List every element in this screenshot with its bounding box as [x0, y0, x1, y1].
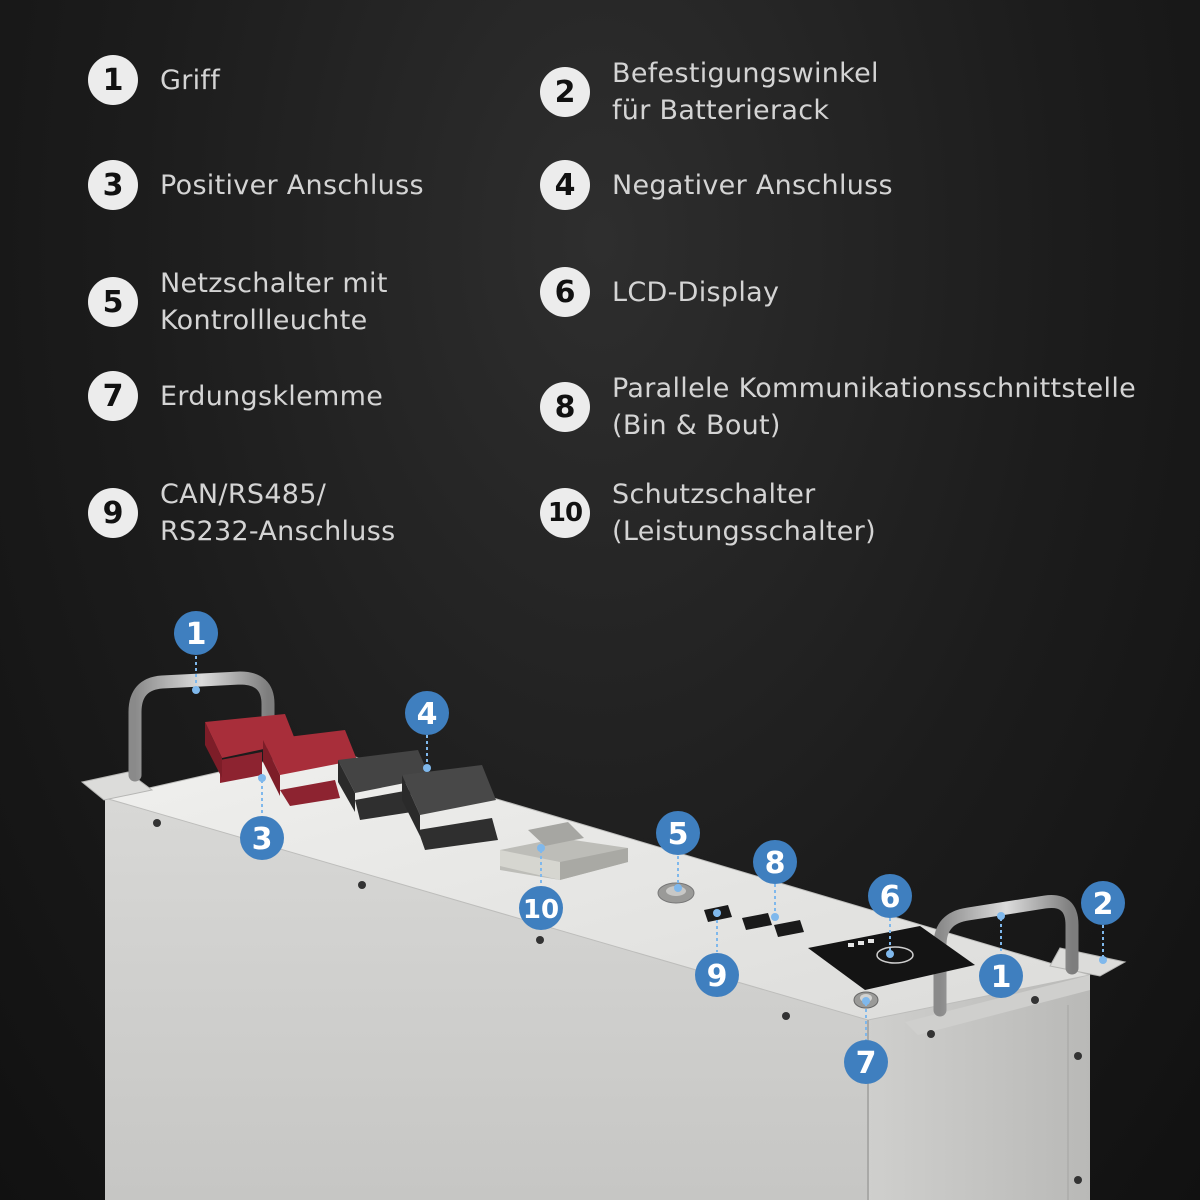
svg-text:8: 8: [765, 846, 786, 881]
legend: 1 Griff 2 Befestigungswinkel für Batteri…: [0, 0, 1200, 560]
svg-text:1: 1: [186, 617, 207, 652]
legend-label: CAN/RS485/ RS232-Anschluss: [160, 479, 396, 547]
legend-label: Befestigungswinkel für Batterierack: [612, 58, 879, 126]
legend-number: 6: [540, 267, 590, 317]
battery-casing: [80, 747, 1127, 1200]
callout-1-right: 1: [979, 912, 1023, 998]
legend-label: LCD-Display: [612, 276, 780, 308]
callout-6: 6: [868, 874, 912, 958]
legend-label: Positiver Anschluss: [160, 169, 424, 201]
legend-item-griff: 1 Griff: [88, 55, 220, 105]
callout-7: 7: [844, 997, 888, 1084]
legend-item-can-rs485: 9 CAN/RS485/ RS232-Anschluss: [88, 476, 395, 550]
casing-front-face: [105, 798, 868, 1200]
handle-right: [933, 895, 1079, 1017]
communication-ports: [704, 905, 804, 937]
callouts: 1 3 4 10 5 8: [174, 611, 1125, 1084]
legend-label: Griff: [160, 64, 221, 96]
svg-text:10: 10: [523, 895, 559, 925]
positive-terminal: [205, 714, 357, 806]
casing-screws: [153, 819, 1082, 1184]
legend-item-befestigungswinkel: 2 Befestigungswinkel für Batterierack: [540, 55, 879, 129]
legend-number: 5: [88, 277, 138, 327]
handle-left: [128, 671, 275, 782]
svg-text:7: 7: [856, 1046, 877, 1081]
callout-10: 10: [519, 844, 563, 930]
callout-2: 2: [1081, 881, 1125, 964]
callout-1-left: 1: [174, 611, 218, 694]
legend-label: Netzschalter mit Kontrollleuchte: [160, 268, 388, 336]
legend-number: 3: [88, 160, 138, 210]
negative-terminal: [338, 750, 498, 850]
callout-4: 4: [405, 691, 449, 772]
callout-8: 8: [753, 840, 797, 921]
callout-3: 3: [240, 774, 284, 860]
legend-label: Erdungsklemme: [160, 380, 384, 412]
legend-label: Negativer Anschluss: [612, 169, 893, 201]
legend-number: 8: [540, 382, 590, 432]
legend-label: Schutzschalter (Leistungsschalter): [612, 479, 876, 547]
lcd-display: [808, 926, 975, 990]
legend-item-negativer-anschluss: 4 Negativer Anschluss: [540, 160, 893, 210]
svg-text:9: 9: [707, 959, 728, 994]
legend-item-schutzschalter: 10 Schutzschalter (Leistungsschalter): [540, 476, 876, 550]
legend-number: 1: [88, 55, 138, 105]
legend-number: 2: [540, 67, 590, 117]
svg-text:2: 2: [1093, 887, 1114, 922]
legend-number: 10: [540, 488, 590, 538]
battery-illustration: 1 3 4 10 5 8: [80, 611, 1127, 1200]
legend-item-erdungsklemme: 7 Erdungsklemme: [88, 371, 383, 421]
legend-item-kommunikationsschnittstelle: 8 Parallele Kommunikationsschnittstelle …: [540, 370, 1136, 444]
svg-text:4: 4: [417, 697, 438, 732]
legend-item-positiver-anschluss: 3 Positiver Anschluss: [88, 160, 424, 210]
legend-item-lcd-display: 6 LCD-Display: [540, 267, 779, 317]
legend-number: 4: [540, 160, 590, 210]
callout-5: 5: [656, 811, 700, 892]
circuit-breaker: [500, 822, 628, 880]
svg-text:1: 1: [991, 960, 1012, 995]
legend-number: 9: [88, 488, 138, 538]
rack-bracket-right-lower: [905, 975, 1090, 1035]
callout-9: 9: [695, 909, 739, 997]
svg-text:3: 3: [252, 822, 273, 857]
svg-text:5: 5: [668, 817, 689, 852]
svg-text:6: 6: [880, 880, 901, 915]
legend-number: 7: [88, 371, 138, 421]
legend-label: Parallele Kommunikationsschnittstelle (B…: [612, 373, 1137, 441]
legend-item-netzschalter: 5 Netzschalter mit Kontrollleuchte: [88, 265, 388, 339]
